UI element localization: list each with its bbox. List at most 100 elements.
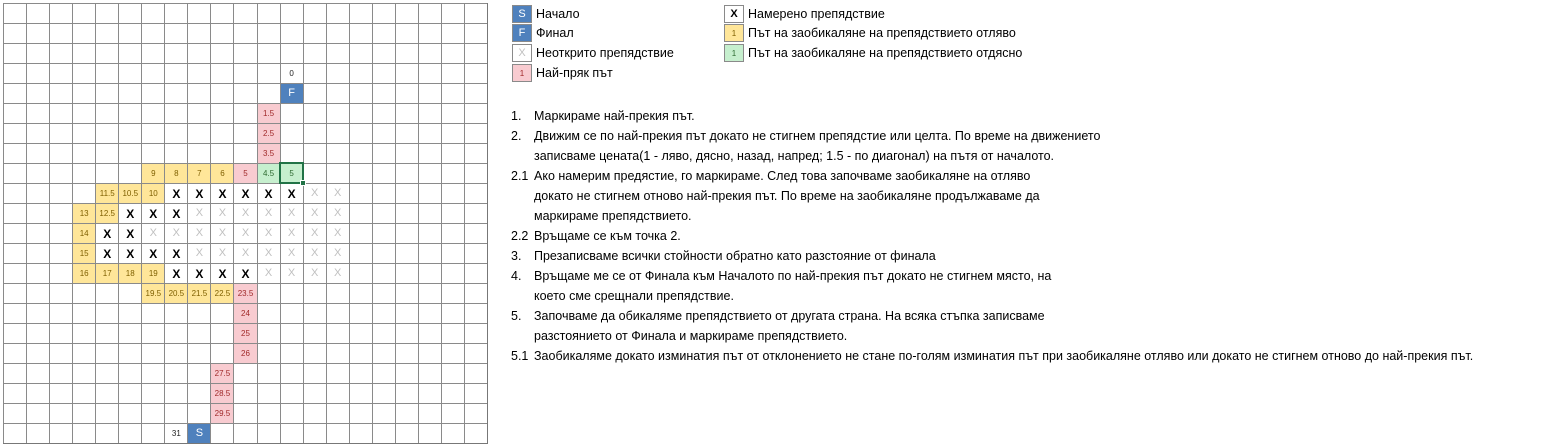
grid-cell[interactable] bbox=[141, 383, 165, 403]
grid-cell[interactable] bbox=[256, 43, 280, 63]
left-detour-cell[interactable]: 17 bbox=[95, 263, 119, 283]
undiscovered-obstacle-cell[interactable]: X bbox=[233, 243, 257, 263]
grid-cell[interactable] bbox=[164, 63, 188, 83]
grid-cell[interactable] bbox=[49, 163, 73, 183]
grid-cell[interactable] bbox=[440, 383, 464, 403]
undiscovered-obstacle-cell[interactable]: X bbox=[233, 203, 257, 223]
grid-cell[interactable] bbox=[118, 143, 142, 163]
left-detour-cell[interactable]: 6 bbox=[210, 163, 234, 183]
shortest-path-cell[interactable]: 3.5 bbox=[256, 143, 280, 163]
grid-cell[interactable] bbox=[187, 343, 211, 363]
undiscovered-obstacle-cell[interactable]: X bbox=[187, 243, 211, 263]
grid-cell[interactable] bbox=[49, 243, 73, 263]
grid-cell[interactable] bbox=[417, 83, 441, 103]
grid-cell[interactable] bbox=[440, 123, 464, 143]
grid-cell[interactable] bbox=[440, 223, 464, 243]
left-detour-cell[interactable]: 14 bbox=[72, 223, 96, 243]
undiscovered-obstacle-cell[interactable]: X bbox=[302, 203, 326, 223]
grid-cell[interactable] bbox=[210, 303, 234, 323]
grid-cell[interactable] bbox=[256, 283, 280, 303]
grid-cell[interactable] bbox=[164, 403, 188, 423]
grid-cell[interactable] bbox=[302, 83, 326, 103]
grid-cell[interactable] bbox=[72, 423, 96, 443]
grid-cell[interactable] bbox=[348, 43, 372, 63]
grid-cell[interactable] bbox=[72, 403, 96, 423]
grid-cell[interactable] bbox=[49, 223, 73, 243]
value-cell[interactable]: 31 bbox=[164, 423, 188, 443]
grid-cell[interactable] bbox=[187, 383, 211, 403]
grid-cell[interactable] bbox=[72, 143, 96, 163]
grid-cell[interactable] bbox=[463, 283, 487, 303]
grid-cell[interactable] bbox=[118, 103, 142, 123]
grid-cell[interactable] bbox=[256, 303, 280, 323]
undiscovered-obstacle-cell[interactable]: X bbox=[279, 263, 303, 283]
grid-cell[interactable] bbox=[3, 103, 27, 123]
grid-cell[interactable] bbox=[348, 163, 372, 183]
grid-cell[interactable] bbox=[3, 43, 27, 63]
grid-cell[interactable] bbox=[233, 103, 257, 123]
grid-cell[interactable] bbox=[49, 83, 73, 103]
grid-cell[interactable] bbox=[463, 243, 487, 263]
grid-cell[interactable] bbox=[26, 283, 50, 303]
grid-cell[interactable] bbox=[371, 383, 395, 403]
grid-cell[interactable] bbox=[187, 43, 211, 63]
undiscovered-obstacle-cell[interactable]: X bbox=[210, 223, 234, 243]
grid-cell[interactable] bbox=[394, 283, 418, 303]
grid-cell[interactable] bbox=[49, 343, 73, 363]
grid-cell[interactable] bbox=[279, 343, 303, 363]
grid-cell[interactable] bbox=[417, 183, 441, 203]
grid-cell[interactable] bbox=[325, 423, 349, 443]
grid-cell[interactable] bbox=[256, 83, 280, 103]
grid-cell[interactable] bbox=[348, 183, 372, 203]
grid-cell[interactable] bbox=[118, 43, 142, 63]
found-obstacle-cell[interactable]: X bbox=[187, 263, 211, 283]
found-obstacle-cell[interactable]: X bbox=[118, 243, 142, 263]
grid-cell[interactable] bbox=[302, 323, 326, 343]
grid-cell[interactable] bbox=[95, 283, 119, 303]
grid-cell[interactable] bbox=[187, 303, 211, 323]
grid-cell[interactable] bbox=[26, 383, 50, 403]
grid-cell[interactable] bbox=[256, 383, 280, 403]
grid-cell[interactable] bbox=[279, 143, 303, 163]
left-detour-cell[interactable]: 8 bbox=[164, 163, 188, 183]
grid-cell[interactable] bbox=[26, 343, 50, 363]
grid-cell[interactable] bbox=[279, 363, 303, 383]
shortest-path-cell[interactable]: 5 bbox=[233, 163, 257, 183]
grid-cell[interactable] bbox=[440, 343, 464, 363]
grid-cell[interactable] bbox=[210, 143, 234, 163]
grid-cell[interactable] bbox=[210, 423, 234, 443]
found-obstacle-cell[interactable]: X bbox=[233, 183, 257, 203]
grid-cell[interactable] bbox=[210, 83, 234, 103]
grid-cell[interactable] bbox=[279, 383, 303, 403]
grid-cell[interactable] bbox=[49, 363, 73, 383]
grid-cell[interactable] bbox=[256, 423, 280, 443]
left-detour-cell[interactable]: 15 bbox=[72, 243, 96, 263]
grid-cell[interactable] bbox=[187, 403, 211, 423]
grid-cell[interactable] bbox=[440, 163, 464, 183]
grid-cell[interactable] bbox=[210, 63, 234, 83]
grid-cell[interactable] bbox=[95, 143, 119, 163]
grid-cell[interactable] bbox=[302, 283, 326, 303]
shortest-path-cell[interactable]: 24 bbox=[233, 303, 257, 323]
left-detour-cell[interactable]: 9 bbox=[141, 163, 165, 183]
grid-cell[interactable] bbox=[49, 183, 73, 203]
grid-cell[interactable] bbox=[463, 123, 487, 143]
grid-cell[interactable] bbox=[417, 343, 441, 363]
grid-cell[interactable] bbox=[463, 143, 487, 163]
grid-cell[interactable] bbox=[394, 323, 418, 343]
grid-cell[interactable] bbox=[371, 3, 395, 23]
grid-cell[interactable] bbox=[440, 143, 464, 163]
undiscovered-obstacle-cell[interactable]: X bbox=[210, 203, 234, 223]
grid-cell[interactable] bbox=[325, 303, 349, 323]
grid-cell[interactable] bbox=[72, 103, 96, 123]
grid-cell[interactable] bbox=[3, 163, 27, 183]
grid-cell[interactable] bbox=[348, 243, 372, 263]
grid-cell[interactable] bbox=[3, 403, 27, 423]
grid-cell[interactable] bbox=[210, 103, 234, 123]
grid-cell[interactable] bbox=[417, 263, 441, 283]
shortest-path-cell[interactable]: 23.5 bbox=[233, 283, 257, 303]
left-detour-cell[interactable]: 21.5 bbox=[187, 283, 211, 303]
found-obstacle-cell[interactable]: X bbox=[95, 243, 119, 263]
grid-cell[interactable] bbox=[141, 103, 165, 123]
grid-cell[interactable] bbox=[348, 263, 372, 283]
